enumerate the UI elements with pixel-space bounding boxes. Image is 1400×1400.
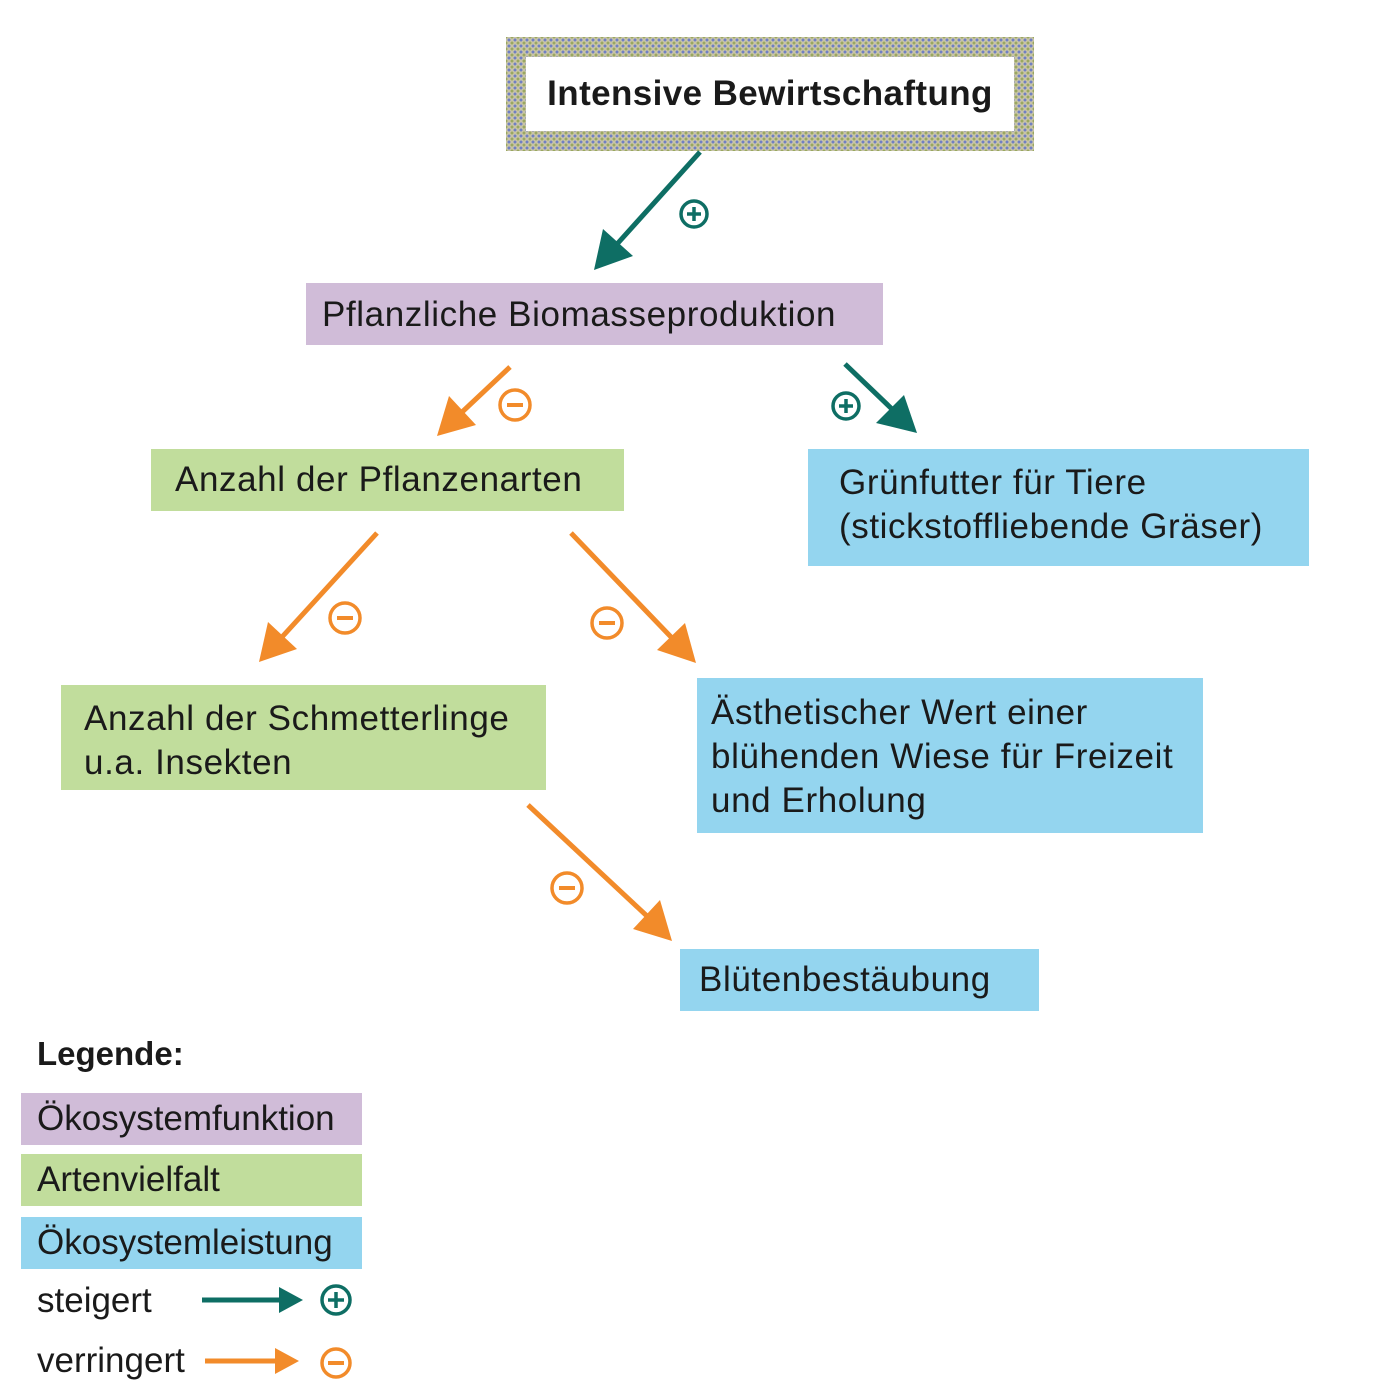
minus-icon: [320, 1347, 352, 1379]
increase-arrow-biomass-to-fodder: [843, 362, 917, 433]
legend-ecosystem-function: Ökosystemfunktion: [21, 1093, 362, 1145]
decrease-arrow-species-to-butterflies: [259, 531, 379, 662]
minus-icon: [590, 606, 624, 640]
legend-species-diversity: Artenvielfalt: [21, 1154, 362, 1206]
decrease-arrow-biomass-to-species: [437, 365, 512, 436]
green-fodder-node: Grünfutter für Tiere (stickstoffliebende…: [808, 449, 1309, 566]
legend-increase-arrow: [202, 1287, 303, 1313]
plus-icon: [679, 199, 709, 229]
increase-arrow-top-to-biomass: [594, 150, 702, 270]
decrease-arrow-species-to-aesthetic: [569, 531, 696, 663]
legend-decreases-label: verringert: [37, 1341, 185, 1380]
plant-species-node: Anzahl der Pflanzenarten: [151, 449, 624, 511]
minus-icon: [328, 601, 362, 635]
biomass-production-node: Pflanzliche Biomasseproduktion: [306, 283, 883, 345]
minus-icon: [550, 871, 584, 905]
minus-icon: [498, 388, 532, 422]
decrease-arrow-butterflies-to-pollination: [526, 803, 672, 941]
legend-title: Legende:: [37, 1035, 184, 1072]
plus-icon: [320, 1284, 352, 1316]
intensive-management-label: Intensive Bewirtschaftung: [526, 57, 1014, 131]
legend-ecosystem-service: Ökosystemleistung: [21, 1217, 362, 1269]
plus-icon: [831, 391, 861, 421]
butterflies-node: Anzahl der Schmetterlinge u.a. Insekten: [61, 685, 546, 790]
pollination-node: Blütenbestäubung: [680, 949, 1039, 1011]
aesthetic-value-node: Ästhetischer Wert einer blühenden Wiese …: [697, 678, 1203, 833]
legend-increases-label: steigert: [37, 1281, 152, 1320]
intensive-management-node: Intensive Bewirtschaftung: [506, 37, 1034, 151]
legend-decrease-arrow: [205, 1348, 299, 1374]
